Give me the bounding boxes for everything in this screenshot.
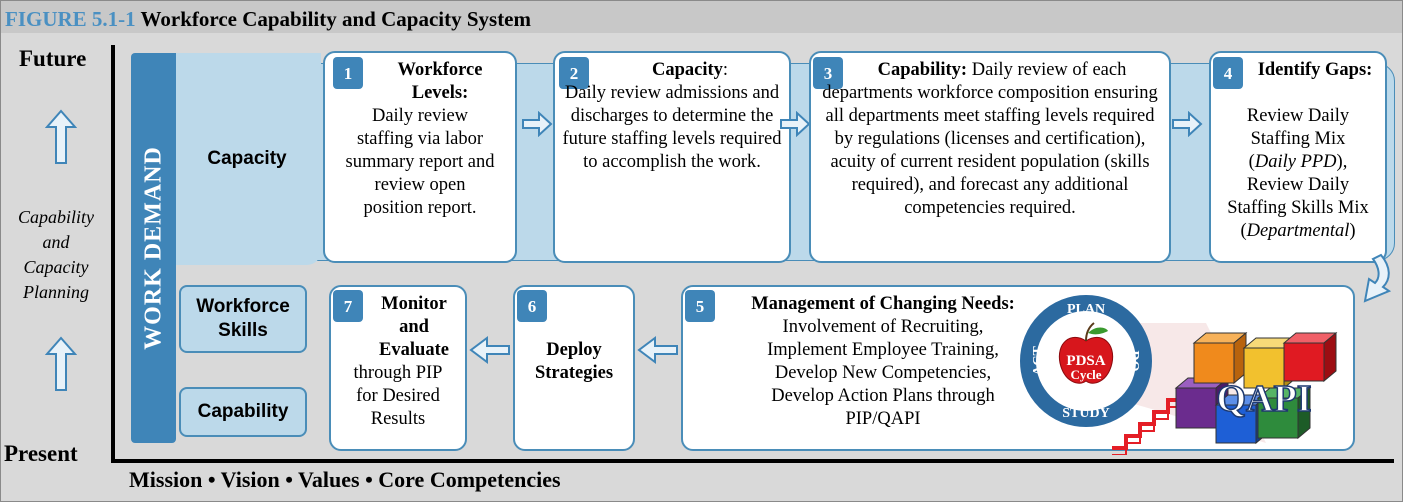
up-arrow-icon xyxy=(45,109,77,164)
step-2-title-wrap: Capacity: xyxy=(599,59,781,82)
step-4-title: Identify Gaps: xyxy=(1257,60,1373,80)
figure-number: FIGURE 5.1-1 xyxy=(5,7,136,31)
title-bar: FIGURE 5.1-1 Workforce Capability and Ca… xyxy=(1,1,1402,33)
step-7-title-line: Monitor xyxy=(381,294,447,314)
step-2-title: Capacity xyxy=(651,60,723,80)
side-label-line: Capacity xyxy=(23,257,89,277)
step-4-body: Review Daily Staffing Mix(Daily PPD),Rev… xyxy=(1227,106,1369,241)
step-3-text: Capability: Daily review of each departm… xyxy=(819,59,1161,220)
step-1-body: Daily review staffing via labor summary … xyxy=(345,106,495,218)
work-demand-bar xyxy=(131,53,176,443)
step-7-line: through PIP xyxy=(353,363,443,383)
pdsa-center: PDSA xyxy=(1066,353,1105,369)
step-6-line: Strategies xyxy=(534,363,614,383)
axis-bottom-label: Present xyxy=(4,441,78,466)
step-5-line: PIP/QAPI xyxy=(845,409,921,429)
step-2-title-suffix: : xyxy=(722,60,729,80)
step-number: 3 xyxy=(813,57,843,89)
step-3-body: Daily review of each departments workfor… xyxy=(822,60,1158,218)
step-5-line: Involvement of Recruiting, xyxy=(782,317,984,337)
step-5-line: Implement Employee Training, xyxy=(767,340,999,360)
pdsa-do: DO xyxy=(1126,351,1141,372)
step-3-title: Capability: xyxy=(877,60,968,80)
left-arrow-icon xyxy=(469,336,510,364)
side-label: Capability and Capacity Planning xyxy=(3,205,109,305)
step-number: 7 xyxy=(333,290,363,322)
step-number: 4 xyxy=(1213,57,1243,89)
step-7-title-line: Evaluate xyxy=(379,340,449,360)
step-number: 6 xyxy=(517,290,547,322)
step-2-card: 2 Capacity: Daily review admissions and … xyxy=(553,51,791,263)
step-6-card: 6 Deploy Strategies xyxy=(513,285,635,451)
pdsa-study: STUDY xyxy=(1062,406,1109,421)
baseline xyxy=(111,459,1394,463)
pdsa-plan: PLAN xyxy=(1067,302,1105,317)
capability-box: Capability xyxy=(179,387,307,437)
step-7-title-line: and xyxy=(399,317,429,337)
step-number: 2 xyxy=(559,57,589,89)
curved-down-arrow-icon xyxy=(1363,253,1392,303)
step-4-line: Review Daily Staffing Skills Mix xyxy=(1227,175,1369,218)
vertical-axis xyxy=(111,45,115,463)
step-4-italic: Daily PPD xyxy=(1254,152,1337,172)
step-7-card: 7 Monitor and Evaluate through PIP for D… xyxy=(329,285,467,451)
workforce-skills-line: Workforce xyxy=(196,296,290,317)
up-arrow-icon xyxy=(45,336,77,391)
step-number: 5 xyxy=(685,290,715,322)
step-7-title: Monitor and Evaluate xyxy=(367,293,461,362)
step-2-body: Daily review admissions and discharges t… xyxy=(562,83,782,172)
step-4-italic: Departmental xyxy=(1246,221,1350,241)
step-1-card: 1 Workforce Levels: Daily review staffin… xyxy=(323,51,517,263)
axis-top-label: Future xyxy=(19,46,87,71)
qapi-label: QAPI xyxy=(1217,378,1312,420)
step-5-line: Develop New Competencies, xyxy=(774,363,992,383)
pdsa-act: ACT xyxy=(1031,346,1046,376)
step-number: 1 xyxy=(333,57,363,89)
right-arrow-icon xyxy=(780,111,811,137)
step-5-body: Involvement of Recruiting, Implement Emp… xyxy=(723,316,1043,431)
work-demand-label: WORK DEMAND xyxy=(140,146,166,350)
capacity-panel xyxy=(176,53,321,265)
figure-title-text: Workforce Capability and Capacity System xyxy=(140,7,531,31)
workforce-skills-line: Skills xyxy=(218,320,268,341)
step-6-title: Deploy Strategies xyxy=(519,339,629,385)
step-1-title: Workforce Levels: xyxy=(397,60,483,103)
figure-title: FIGURE 5.1-1 Workforce Capability and Ca… xyxy=(5,7,531,32)
step-4-line: Review Daily Staffing Mix xyxy=(1246,106,1350,149)
step-7-line: for Desired xyxy=(356,386,440,406)
pdsa-center: Cycle xyxy=(1070,367,1101,382)
right-arrow-icon xyxy=(1172,111,1203,137)
left-arrow-icon xyxy=(637,336,678,364)
capacity-label: Capacity xyxy=(207,148,287,169)
step-4-card: 4 Identify Gaps: Review Daily Staffing M… xyxy=(1209,51,1387,263)
step-5-title: Management of Changing Needs: xyxy=(751,294,1015,314)
pdsa-qapi-graphic: QAPI PLAN DO STUDY ACT PDSA Cycle xyxy=(1020,295,1338,455)
step-7-body: through PIP for Desired Results xyxy=(335,362,461,431)
right-arrow-icon xyxy=(522,111,553,137)
side-label-line: and xyxy=(42,232,70,252)
side-label-line: Planning xyxy=(23,282,89,302)
step-6-line: Deploy xyxy=(546,340,602,360)
side-label-line: Capability xyxy=(18,207,94,227)
step-5-line: Develop Action Plans through xyxy=(771,386,995,406)
step-3-card: 3 Capability: Daily review of each depar… xyxy=(809,51,1171,263)
step-7-line: Results xyxy=(370,409,426,429)
footer-values: Mission • Vision • Values • Core Compete… xyxy=(129,467,561,492)
work-demand-label-wrap: WORK DEMAND xyxy=(131,53,176,443)
